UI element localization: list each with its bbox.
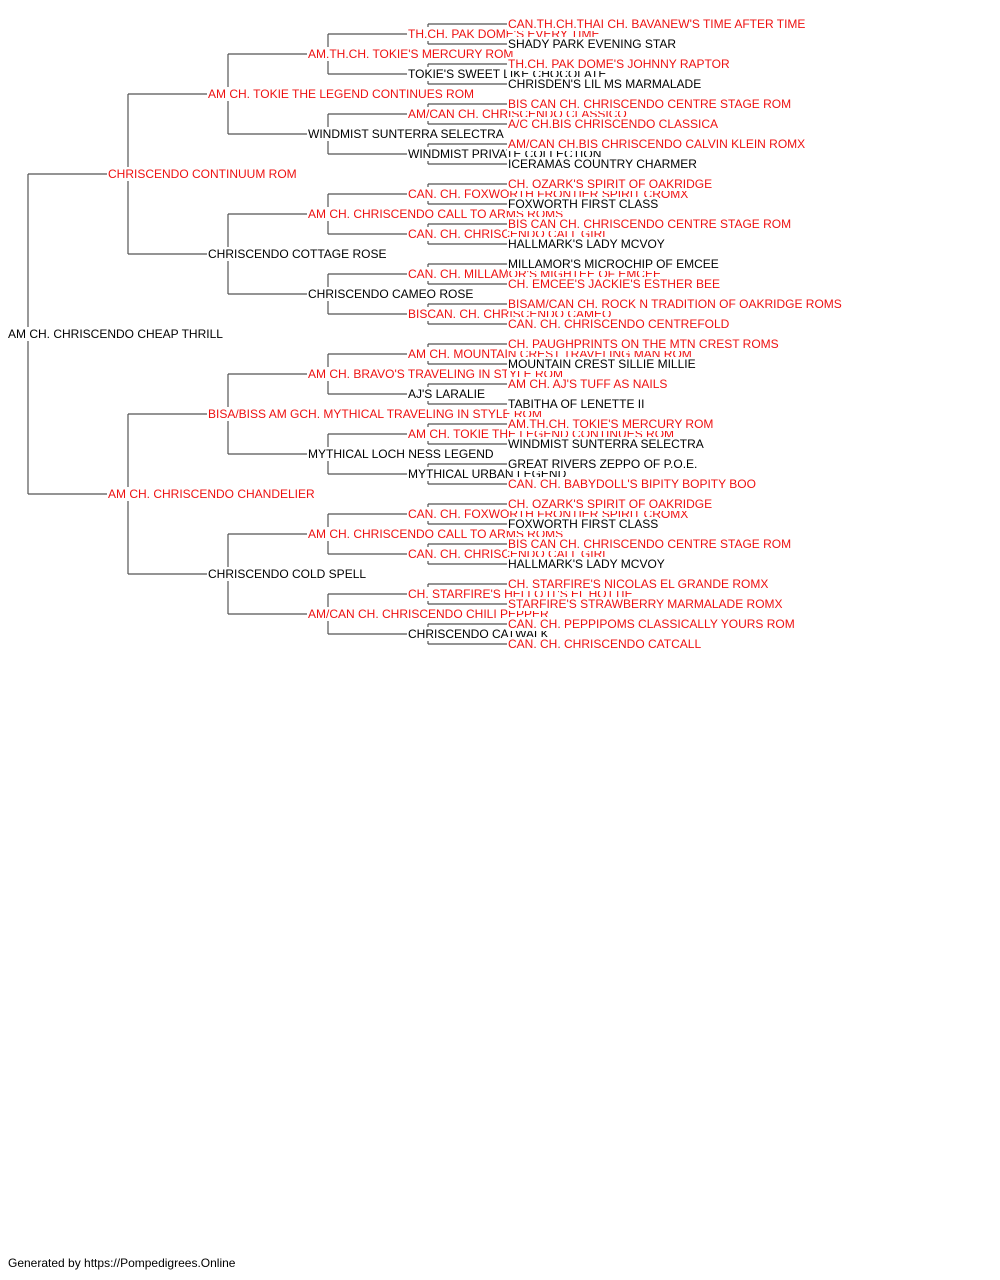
ancestor-name[interactable]: AJ'S LARALIE bbox=[407, 387, 486, 401]
ancestor-name[interactable]: CH. EMCEE'S JACKIE'S ESTHER BEE bbox=[507, 277, 721, 291]
ancestor-name[interactable]: GREAT RIVERS ZEPPO OF P.O.E. bbox=[507, 457, 699, 471]
ancestor-name[interactable]: CAN. CH. CHRISCENDO CATCALL bbox=[507, 637, 703, 651]
ancestor-name[interactable]: CAN. CH. PEPPIPOMS CLASSICALLY YOURS ROM bbox=[507, 617, 796, 631]
ancestor-name[interactable]: TABITHA OF LENETTE II bbox=[507, 397, 646, 411]
ancestor-name[interactable]: HALLMARK'S LADY MCVOY bbox=[507, 557, 666, 571]
ancestor-name[interactable]: BIS CAN CH. CHRISCENDO CENTRE STAGE ROM bbox=[507, 217, 793, 231]
footer-credit[interactable]: Generated by https://Pompedigrees.Online bbox=[8, 1256, 236, 1270]
ancestor-name[interactable]: ICERAMAS COUNTRY CHARMER bbox=[507, 157, 698, 171]
ancestor-name[interactable]: AM CH. CHRISCENDO CALL TO ARMS ROMS bbox=[307, 207, 565, 221]
ancestor-name[interactable]: BISA/BISS AM GCH. MYTHICAL TRAVELING IN … bbox=[207, 407, 543, 421]
ancestor-name[interactable]: HALLMARK'S LADY MCVOY bbox=[507, 237, 666, 251]
ancestor-name[interactable]: CH. STARFIRE'S NICOLAS EL GRANDE ROMX bbox=[507, 577, 770, 591]
ancestor-name[interactable]: CAN. CH. CHRISCENDO CENTREFOLD bbox=[507, 317, 731, 331]
ancestor-name[interactable]: FOXWORTH FIRST CLASS bbox=[507, 197, 660, 211]
ancestor-name[interactable]: CAN.TH.CH.THAI CH. BAVANEW'S TIME AFTER … bbox=[507, 17, 807, 31]
ancestor-name[interactable]: FOXWORTH FIRST CLASS bbox=[507, 517, 660, 531]
ancestor-name[interactable]: CAN. CH. BABYDOLL'S BIPITY BOPITY BOO bbox=[507, 477, 757, 491]
ancestor-name[interactable]: AM/CAN CH. CHRISCENDO CHILI PEPPER bbox=[307, 607, 550, 621]
ancestor-name[interactable]: TH.CH. PAK DOME'S JOHNNY RAPTOR bbox=[507, 57, 731, 71]
ancestor-name[interactable]: AM.TH.CH. TOKIE'S MERCURY ROM bbox=[507, 417, 715, 431]
ancestor-name[interactable]: WINDMIST SUNTERRA SELECTRA bbox=[307, 127, 505, 141]
ancestor-name[interactable]: MOUNTAIN CREST SILLIE MILLIE bbox=[507, 357, 697, 371]
ancestor-name[interactable]: A/C CH.BIS CHRISCENDO CLASSICA bbox=[507, 117, 720, 131]
ancestor-name[interactable]: CHRISCENDO COLD SPELL bbox=[207, 567, 368, 581]
ancestor-name[interactable]: AM CH. TOKIE THE LEGEND CONTINUES ROM bbox=[207, 87, 476, 101]
ancestor-name[interactable]: CHRISCENDO CAMEO ROSE bbox=[307, 287, 475, 301]
ancestor-name[interactable]: BISAM/CAN CH. ROCK N TRADITION OF OAKRID… bbox=[507, 297, 843, 311]
ancestor-name[interactable]: AM CH. CHRISCENDO CALL TO ARMS ROMS bbox=[307, 527, 565, 541]
ancestor-name[interactable]: AM CH. AJ'S TUFF AS NAILS bbox=[507, 377, 669, 391]
ancestor-name[interactable]: MYTHICAL LOCH NESS LEGEND bbox=[307, 447, 495, 461]
ancestor-name[interactable]: CH. PAUGHPRINTS ON THE MTN CREST ROMS bbox=[507, 337, 780, 351]
ancestor-name[interactable]: CHRISDEN'S LIL MS MARMALADE bbox=[507, 77, 703, 91]
ancestor-name[interactable]: BIS CAN CH. CHRISCENDO CENTRE STAGE ROM bbox=[507, 537, 793, 551]
ancestor-name[interactable]: MILLAMOR'S MICROCHIP OF EMCEE bbox=[507, 257, 720, 271]
ancestor-name[interactable]: CHRISCENDO COTTAGE ROSE bbox=[207, 247, 388, 261]
ancestor-name[interactable]: AM CH. BRAVO'S TRAVELING IN STYLE ROM bbox=[307, 367, 565, 381]
ancestor-name[interactable]: AM.TH.CH. TOKIE'S MERCURY ROM bbox=[307, 47, 515, 61]
subject-dog-name[interactable]: AM CH. CHRISCENDO CHEAP THRILL bbox=[7, 327, 224, 341]
ancestor-name[interactable]: AM/CAN CH.BIS CHRISCENDO CALVIN KLEIN RO… bbox=[507, 137, 807, 151]
ancestor-name[interactable]: WINDMIST SUNTERRA SELECTRA bbox=[507, 437, 705, 451]
ancestor-name[interactable]: SHADY PARK EVENING STAR bbox=[507, 37, 678, 51]
ancestor-name[interactable]: AM CH. CHRISCENDO CHANDELIER bbox=[107, 487, 316, 501]
ancestor-name[interactable]: BIS CAN CH. CHRISCENDO CENTRE STAGE ROM bbox=[507, 97, 793, 111]
ancestor-name[interactable]: CH. OZARK'S SPIRIT OF OAKRIDGE bbox=[507, 177, 714, 191]
ancestor-name[interactable]: STARFIRE'S STRAWBERRY MARMALADE ROMX bbox=[507, 597, 784, 611]
ancestor-name[interactable]: CHRISCENDO CONTINUUM ROM bbox=[107, 167, 298, 181]
ancestor-name[interactable]: CH. OZARK'S SPIRIT OF OAKRIDGE bbox=[507, 497, 714, 511]
